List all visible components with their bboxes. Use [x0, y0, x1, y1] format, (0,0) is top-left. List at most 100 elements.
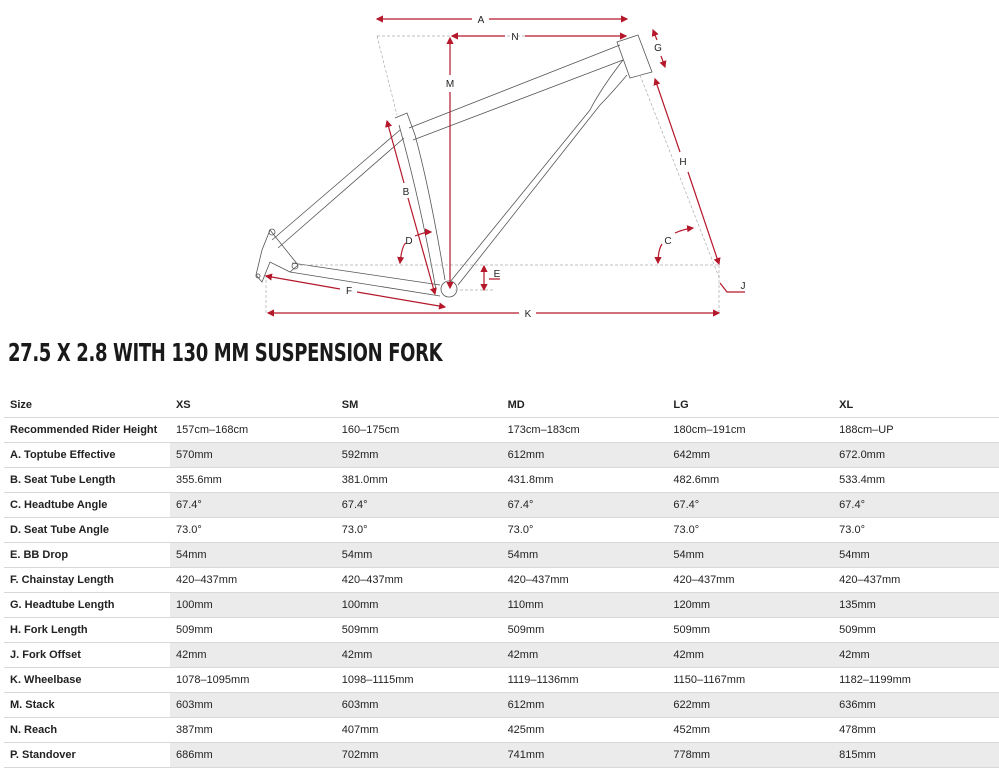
header-md: MD [501, 393, 668, 418]
cell-value: 603mm [169, 692, 336, 718]
cell-value: 160–175cm [335, 417, 502, 443]
cell-value: 431.8mm [501, 467, 668, 493]
cell-value: 509mm [833, 617, 999, 643]
row-label: P. Standover [4, 742, 170, 768]
cell-value: 612mm [501, 442, 668, 468]
cell-value: 1150–1167mm [667, 667, 834, 693]
cell-value: 420–437mm [501, 567, 668, 593]
cell-value: 42mm [501, 642, 668, 668]
cell-value: 73.0° [833, 517, 999, 543]
cell-value: 815mm [833, 742, 999, 768]
row-label: G. Headtube Length [4, 592, 170, 618]
row-label: B. Seat Tube Length [4, 467, 170, 493]
label-c: C [664, 236, 671, 247]
cell-value: 73.0° [169, 517, 336, 543]
cell-value: 42mm [833, 642, 999, 668]
page-title: 27.5 X 2.8 WITH 130 MM SUSPENSION FORK [8, 338, 443, 367]
cell-value: 180cm–191cm [667, 417, 834, 443]
cell-value: 741mm [501, 742, 668, 768]
label-f: F [346, 286, 352, 297]
cell-value: 54mm [169, 542, 336, 568]
cell-value: 67.4° [335, 492, 502, 518]
label-b: B [403, 187, 410, 198]
row-label: N. Reach [4, 717, 170, 743]
cell-value: 67.4° [833, 492, 999, 518]
header-xl: XL [833, 393, 999, 418]
dimension-lines [266, 19, 745, 313]
cell-value: 622mm [667, 692, 834, 718]
cell-value: 1182–1199mm [833, 667, 999, 693]
cell-value: 420–437mm [335, 567, 502, 593]
bike-frame [255, 34, 653, 298]
cell-value: 592mm [335, 442, 502, 468]
row-label: J. Fork Offset [4, 642, 170, 668]
cell-value: 54mm [335, 542, 502, 568]
cell-value: 482.6mm [667, 467, 834, 493]
cell-value: 636mm [833, 692, 999, 718]
cell-value: 420–437mm [833, 567, 999, 593]
cell-value: 702mm [335, 742, 502, 768]
cell-value: 67.4° [169, 492, 336, 518]
cell-value: 1119–1136mm [501, 667, 668, 693]
label-j: J [741, 281, 746, 292]
cell-value: 425mm [501, 717, 668, 743]
cell-value: 381.0mm [335, 467, 502, 493]
cell-value: 686mm [169, 742, 336, 768]
label-e: E [494, 269, 501, 280]
cell-value: 67.4° [501, 492, 668, 518]
cell-value: 73.0° [667, 517, 834, 543]
cell-value: 67.4° [667, 492, 834, 518]
label-h: H [679, 157, 686, 168]
cell-value: 120mm [667, 592, 834, 618]
cell-value: 1078–1095mm [169, 667, 336, 693]
header-xs: XS [169, 393, 336, 418]
cell-value: 173cm–183cm [501, 417, 668, 443]
cell-value: 509mm [667, 617, 834, 643]
cell-value: 509mm [501, 617, 668, 643]
cell-value: 570mm [169, 442, 336, 468]
row-label: Recommended Rider Height [4, 417, 170, 443]
cell-value: 188cm–UP [833, 417, 999, 443]
header-sm: SM [335, 393, 502, 418]
frame-geometry-diagram: A N M G H B D C E J F K [255, 0, 746, 320]
cell-value: 355.6mm [169, 467, 336, 493]
cell-value: 157cm–168cm [169, 417, 336, 443]
label-g: G [654, 43, 662, 54]
cell-value: 509mm [169, 617, 336, 643]
cell-value: 672.0mm [833, 442, 999, 468]
label-d: D [405, 236, 412, 247]
row-label: C. Headtube Angle [4, 492, 170, 518]
geometry-table: Size XS SM MD LG XL Recommended Rider He… [4, 393, 999, 768]
cell-value: 387mm [169, 717, 336, 743]
cell-value: 42mm [169, 642, 336, 668]
row-label: E. BB Drop [4, 542, 170, 568]
cell-value: 110mm [501, 592, 668, 618]
cell-value: 73.0° [335, 517, 502, 543]
dimension-labels: A N M G H B D C E J F K [346, 15, 746, 320]
row-label: D. Seat Tube Angle [4, 517, 170, 543]
cell-value: 478mm [833, 717, 999, 743]
cell-value: 778mm [667, 742, 834, 768]
cell-value: 42mm [335, 642, 502, 668]
label-n: N [511, 32, 518, 43]
cell-value: 533.4mm [833, 467, 999, 493]
cell-value: 452mm [667, 717, 834, 743]
header-lg: LG [667, 393, 834, 418]
label-k: K [525, 309, 532, 320]
cell-value: 42mm [667, 642, 834, 668]
cell-value: 509mm [335, 617, 502, 643]
label-m: M [446, 79, 454, 90]
row-label: F. Chainstay Length [4, 567, 170, 593]
cell-value: 54mm [833, 542, 999, 568]
